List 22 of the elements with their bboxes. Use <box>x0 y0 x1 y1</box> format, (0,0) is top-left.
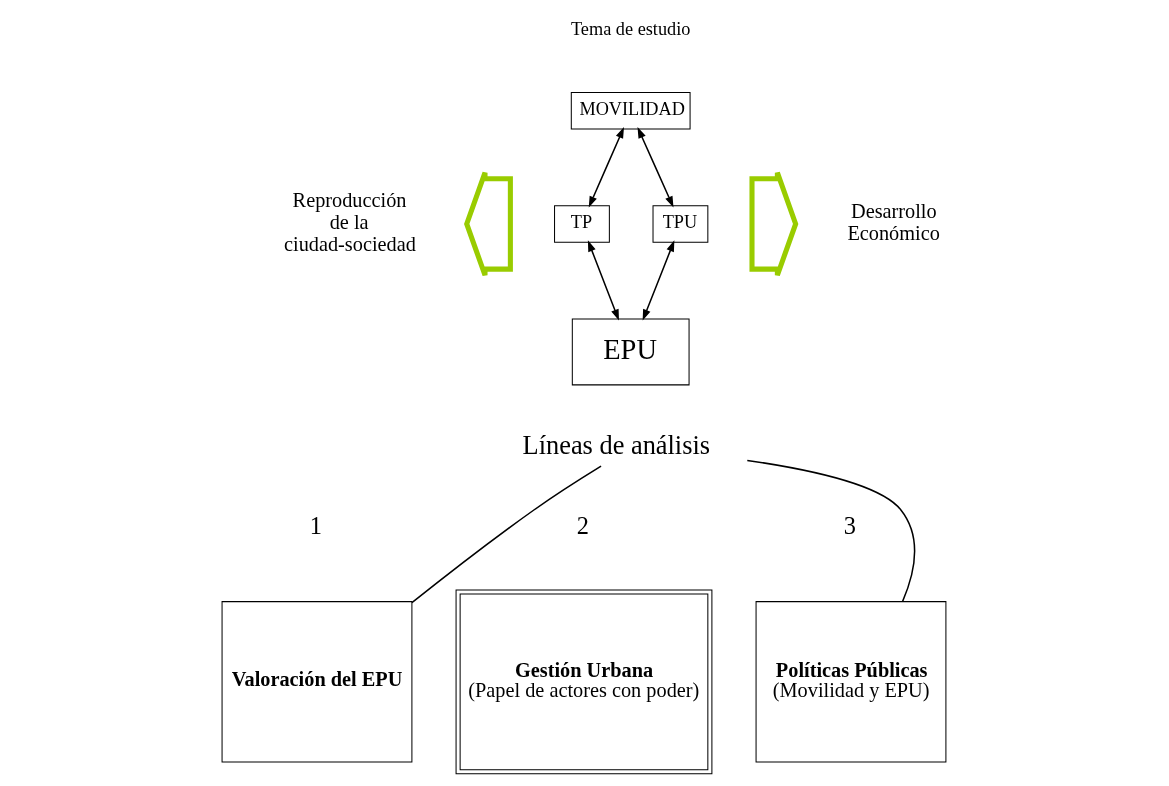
node-box: TP <box>553 205 610 243</box>
connector <box>746 459 915 603</box>
arrow <box>588 127 624 208</box>
node-box: TPU <box>652 205 708 243</box>
node-label: 3 <box>843 512 856 540</box>
arrow <box>587 240 619 321</box>
node-box: Políticas Públicas (Movilidad y EPU) <box>755 601 946 763</box>
node-box: Gestión Urbana (Papel de actores con poder) <box>455 589 712 775</box>
label: Tema de estudio <box>570 19 690 40</box>
arrow <box>642 240 674 321</box>
node-chevron <box>748 170 798 278</box>
node-label: 1 <box>309 512 322 540</box>
connector <box>410 465 602 604</box>
node-label: Reproducción de la ciudad-sociedad <box>283 188 416 256</box>
node-text: Líneas de análisis <box>522 429 710 460</box>
arrow <box>637 127 673 208</box>
node-box: MOVILIDAD <box>570 92 691 130</box>
node-box: Valoración del EPU <box>221 601 412 763</box>
node-label: 2 <box>576 512 589 540</box>
node-chevron <box>463 170 513 278</box>
node-label: Desarrollo Económico <box>846 199 940 245</box>
node-box: EPU <box>571 318 690 386</box>
